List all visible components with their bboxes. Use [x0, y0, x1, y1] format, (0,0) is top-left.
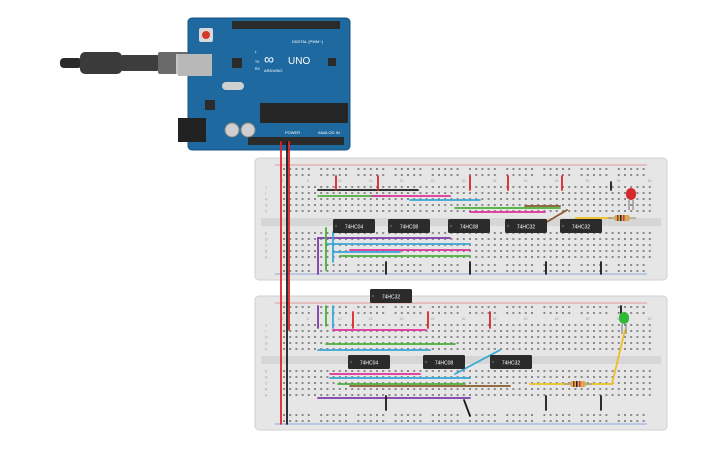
column-number: 1 [282, 179, 284, 183]
row-letter: G [265, 342, 268, 346]
row-letter: A [265, 394, 268, 398]
row-letter: F [265, 210, 267, 214]
row-letter: J [265, 186, 267, 190]
column-number: 1 [282, 317, 284, 321]
row-letter: H [265, 336, 268, 340]
wire[interactable] [463, 399, 471, 417]
column-number: 55 [617, 179, 621, 183]
row-letter: H [265, 198, 268, 202]
column-number: 60 [648, 179, 652, 183]
digital-label: DIGITAL (PWM~) [292, 39, 324, 44]
wire[interactable] [611, 329, 626, 385]
column-number: 5 [307, 179, 309, 183]
row-letter: C [265, 382, 268, 386]
row-letter: E [265, 232, 268, 236]
chips-layer[interactable]: 74HC04 74HC08 74HC08 74HC32 74HC32 74HC32 74HC… [333, 219, 602, 369]
atmega-chip [260, 103, 348, 123]
resistor[interactable] [564, 381, 592, 387]
row-letter: B [265, 388, 268, 392]
column-number: 10 [338, 179, 342, 183]
column-number: 55 [617, 317, 621, 321]
row-letter: I [265, 330, 266, 334]
column-number: 40 [524, 179, 528, 183]
arduino-uno-board[interactable]: ∞ UNO ARDUINO DIGITAL (PWM~) POWER ANALO… [178, 17, 351, 151]
wires-layer[interactable] [280, 141, 626, 425]
ic-chip[interactable]: 74HC32 [560, 219, 602, 233]
chip-label: 74HC32 [382, 295, 401, 301]
led-l-label: L [255, 50, 257, 54]
column-number: 30 [462, 179, 466, 183]
board-model-label: UNO [288, 56, 310, 67]
row-letter: C [265, 244, 268, 248]
chip-label: 74HC08 [435, 361, 454, 367]
column-number: 25 [431, 179, 435, 183]
column-number: 40 [524, 317, 528, 321]
column-number: 20 [400, 179, 404, 183]
column-number: 35 [493, 179, 497, 183]
infinity-logo-icon: ∞ [264, 51, 274, 67]
chip-label: 74HC08 [400, 225, 419, 231]
led-tx-label: TX [255, 60, 260, 64]
column-number: 20 [400, 317, 404, 321]
brand-label: ARDUINO [264, 68, 282, 73]
row-letter: D [265, 238, 268, 242]
column-number: 60 [648, 317, 652, 321]
resistor[interactable] [608, 215, 636, 221]
chip-label: 74HC08 [460, 225, 479, 231]
column-number: 45 [555, 179, 559, 183]
chip-label: 74HC32 [502, 361, 521, 367]
column-number: 50 [586, 317, 590, 321]
ic-chip[interactable]: 74HC32 [490, 355, 532, 369]
column-number: 15 [369, 179, 373, 183]
column-number: 50 [586, 179, 590, 183]
chip-label: 74HC04 [345, 225, 364, 231]
power-jack [178, 118, 206, 142]
column-number: 5 [307, 317, 309, 321]
ic-chip[interactable]: 74HC32 [505, 219, 547, 233]
column-number: 25 [431, 317, 435, 321]
red-led[interactable] [626, 188, 636, 210]
chip-label: 74HC04 [360, 361, 379, 367]
chip-label: 74HC32 [572, 225, 591, 231]
chip-label: 74HC32 [517, 225, 536, 231]
column-number: 45 [555, 317, 559, 321]
analog-label: ANALOG IN [318, 130, 340, 135]
ic-chip[interactable]: 74HC04 [348, 355, 390, 369]
column-number: 15 [369, 317, 373, 321]
row-letter: J [265, 324, 267, 328]
row-letter: G [265, 204, 268, 208]
ic-chip[interactable]: 74HC08 [448, 219, 490, 233]
row-letter: D [265, 376, 268, 380]
ic-chip[interactable]: 74HC32 [370, 289, 412, 303]
column-number: 35 [493, 317, 497, 321]
row-letter: F [265, 348, 267, 352]
row-letter: A [265, 256, 268, 260]
components-layer[interactable] [564, 188, 636, 387]
power-label: POWER [285, 130, 300, 135]
wire[interactable] [454, 349, 501, 375]
column-number: 30 [462, 317, 466, 321]
usb-port [178, 54, 212, 76]
row-letter: B [265, 250, 268, 254]
row-letter: E [265, 370, 268, 374]
ic-chip[interactable]: 74HC08 [388, 219, 430, 233]
column-number: 10 [338, 317, 342, 321]
green-led[interactable] [619, 312, 629, 334]
ic-chip[interactable]: 74HC04 [333, 219, 375, 233]
ic-chip[interactable]: 74HC08 [423, 355, 465, 369]
row-letter: I [265, 192, 266, 196]
led-rx-label: RX [255, 67, 261, 71]
